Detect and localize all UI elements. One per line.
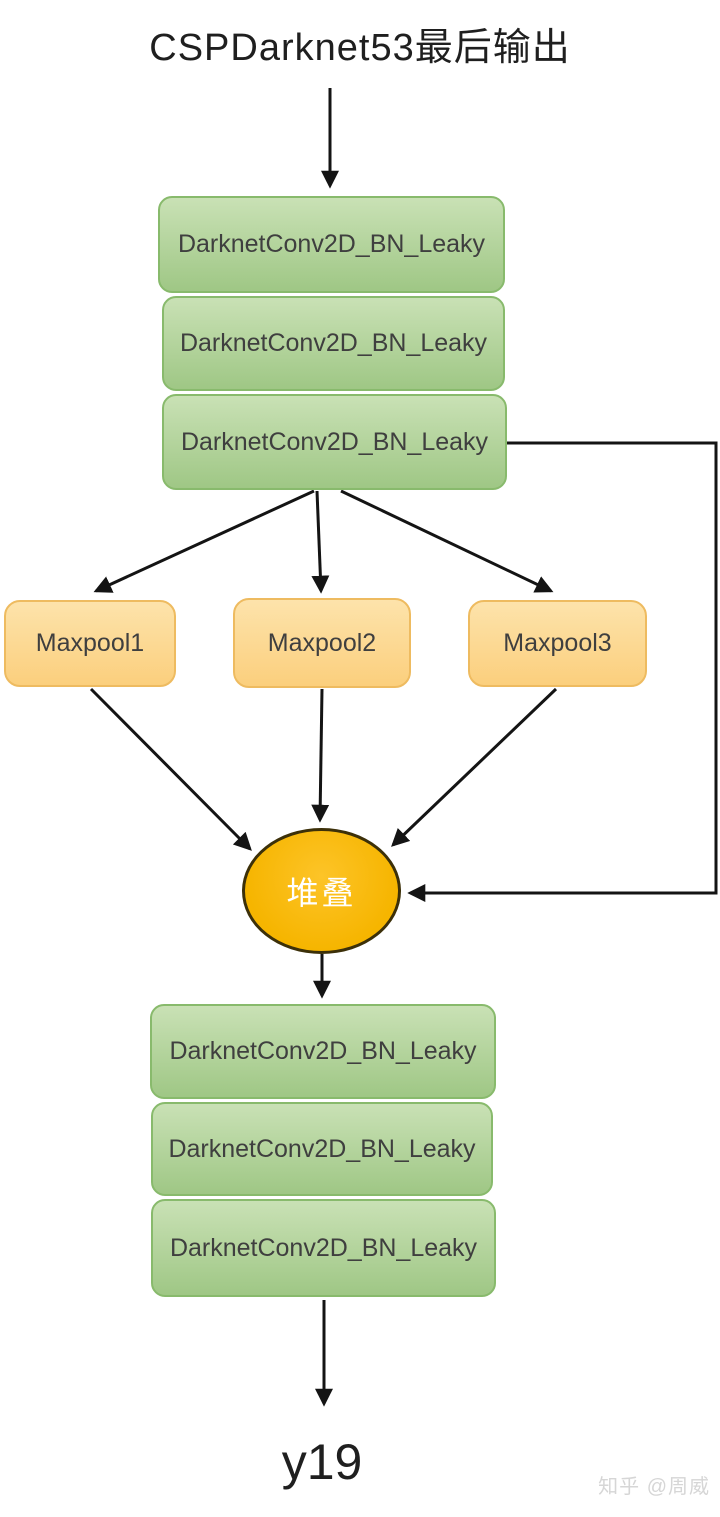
arrow-maxpool3-to-concat [391,687,558,847]
arrow-maxpool1-to-concat [89,687,252,851]
node-darknetconv-1: DarknetConv2D_BN_Leaky [158,196,505,293]
node-darknetconv-6: DarknetConv2D_BN_Leaky [151,1199,496,1297]
node-darknetconv-3: DarknetConv2D_BN_Leaky [162,394,507,490]
diagram-title: CSPDarknet53最后输出 [149,27,571,69]
node-darknetconv-5: DarknetConv2D_BN_Leaky [151,1102,493,1196]
node-darknetconv-2: DarknetConv2D_BN_Leaky [162,296,505,391]
arrow-conv3-to-maxpool2 [311,490,330,594]
arrow-conv3-to-maxpool3 [340,489,554,593]
watermark: 知乎 @周威 [598,1476,710,1498]
node-maxpool1: Maxpool1 [4,600,176,687]
output-label: y19 [281,1434,363,1490]
node-maxpool3: Maxpool3 [468,600,647,687]
node-darknetconv-4: DarknetConv2D_BN_Leaky [150,1004,496,1099]
node-concat: 堆叠 [242,828,401,954]
arrow-conv3-to-maxpool1 [93,489,315,593]
node-maxpool2: Maxpool2 [233,598,411,688]
arrow-maxpool2-to-concat [311,688,330,823]
